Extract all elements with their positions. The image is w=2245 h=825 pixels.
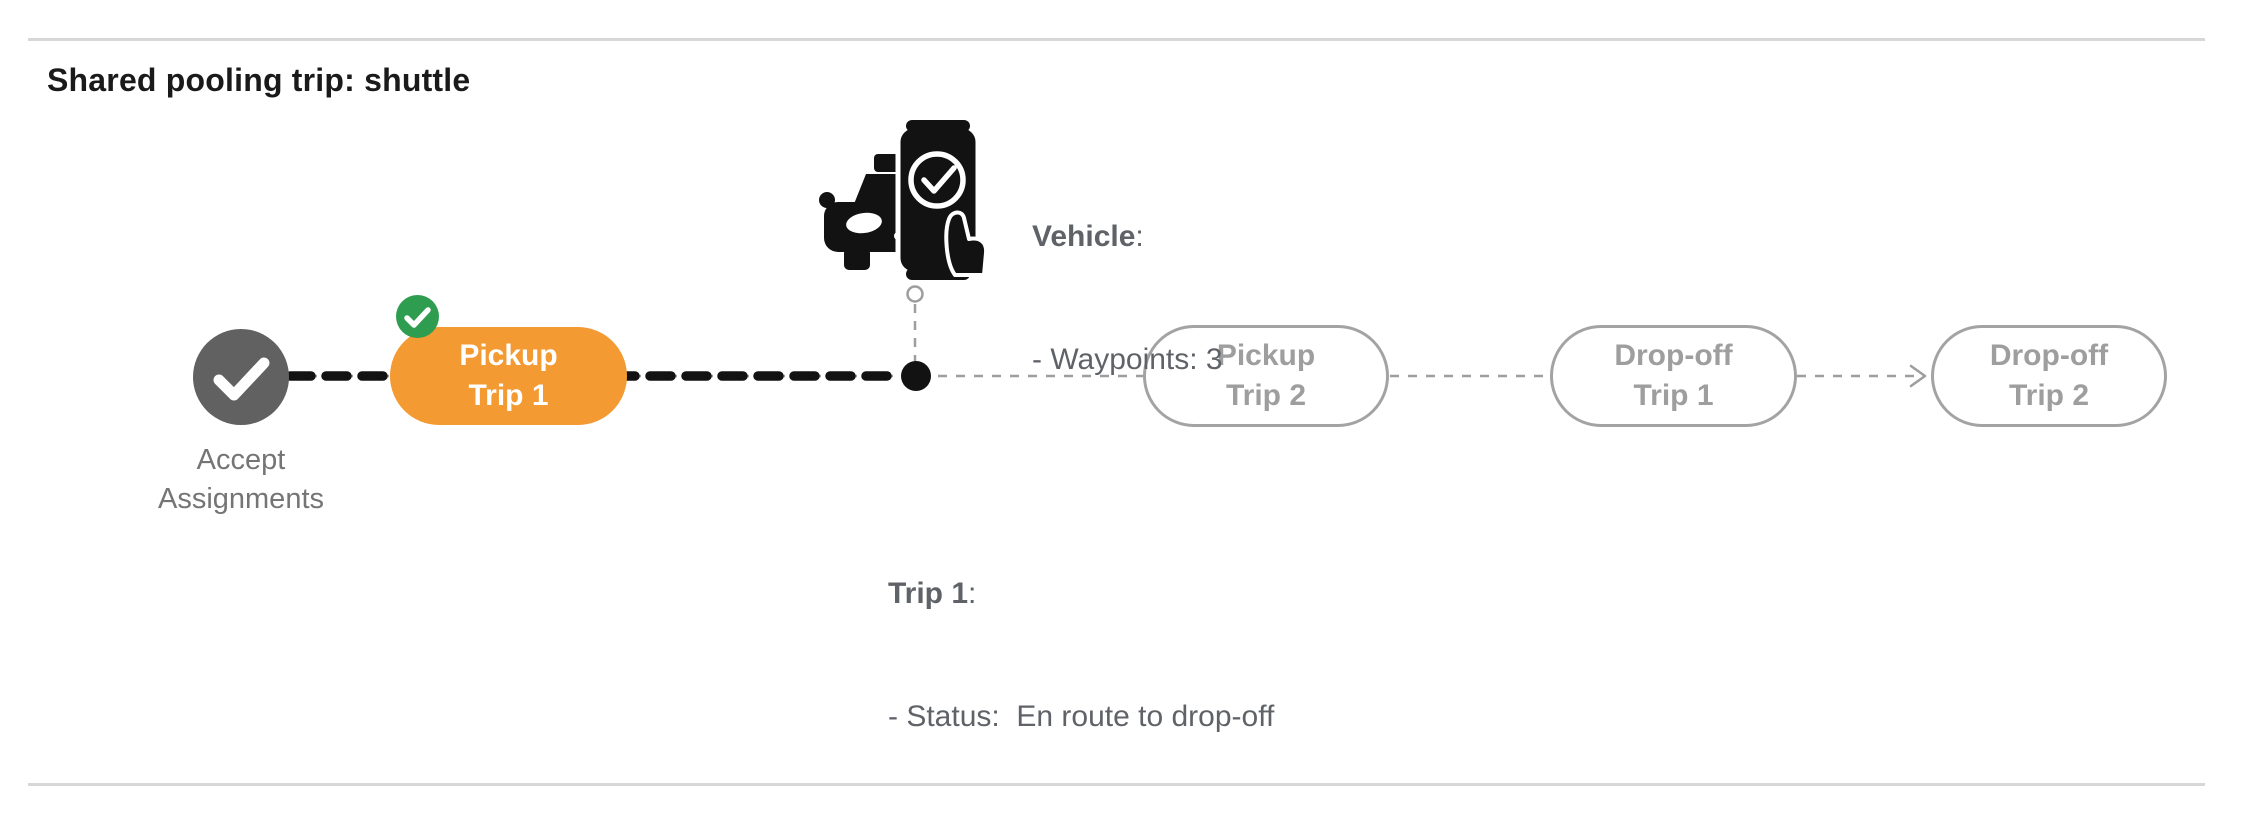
node-pickup-trip-1: Pickup Trip 1 — [390, 327, 627, 425]
node-dropoff-trip-2-line1: Drop-off — [1989, 339, 2109, 372]
node-pickup-trip-2-line1: Pickup — [1216, 339, 1316, 372]
vehicle-info-heading-colon: : — [1135, 220, 1144, 253]
node-dropoff-trip-1-line1: Drop-off — [1614, 339, 1733, 372]
node-dropoff-trip-1-line2: Trip 1 — [1633, 379, 1714, 412]
node-dropoff-trip-2: Drop-off Trip 2 — [1931, 325, 2167, 427]
trip1-heading: Trip 1: — [888, 573, 1274, 614]
vehicle-info: Vehicle: - Waypoints: 3 — [1032, 134, 1223, 462]
top-divider — [28, 38, 2205, 41]
vehicle-info-line: - Waypoints: 3 — [1032, 343, 1223, 376]
vehicle-position-dot — [901, 361, 931, 391]
accept-assignments-label: Accept Assignments — [96, 441, 386, 519]
accept-assignments-label-line2: Assignments — [157, 483, 324, 515]
vehicle-info-heading: Vehicle: — [1032, 216, 1223, 257]
vehicle-info-heading-text: Vehicle — [1032, 220, 1136, 253]
node-dropoff-trip-1: Drop-off Trip 1 — [1550, 325, 1797, 427]
trip1-waypoints-line: - Remaining waypoints: 2 — [888, 819, 1274, 825]
accept-assignments-node — [193, 329, 289, 425]
node-dropoff-trip-2-line2: Trip 2 — [2008, 379, 2090, 412]
trip1-heading-text: Trip 1 — [888, 577, 969, 610]
trip1-status-line: - Status: En route to drop-off — [888, 700, 1275, 733]
bottom-divider — [28, 783, 2205, 786]
vehicle-anchor-circle — [906, 285, 924, 303]
check-icon — [213, 357, 270, 401]
accept-assignments-label-line1: Accept — [196, 444, 286, 476]
node-pickup-trip-1-line1: Pickup — [459, 339, 558, 372]
trip-info: Trip 1: - Status: En route to drop-off -… — [888, 491, 1274, 825]
vehicle-phone-check-icon — [819, 120, 988, 280]
page-title: Shared pooling trip: shuttle — [47, 62, 471, 98]
check-badge — [396, 295, 439, 338]
node-pickup-trip-2: Pickup Trip 2 — [1143, 325, 1389, 427]
node-pickup-trip-1-line2: Trip 1 — [468, 379, 549, 412]
trip1-heading-colon: : — [968, 577, 977, 610]
arrowhead-icon — [1909, 364, 1927, 388]
check-badge-icon — [404, 307, 431, 328]
node-pickup-trip-2-line2: Trip 2 — [1225, 379, 1307, 412]
